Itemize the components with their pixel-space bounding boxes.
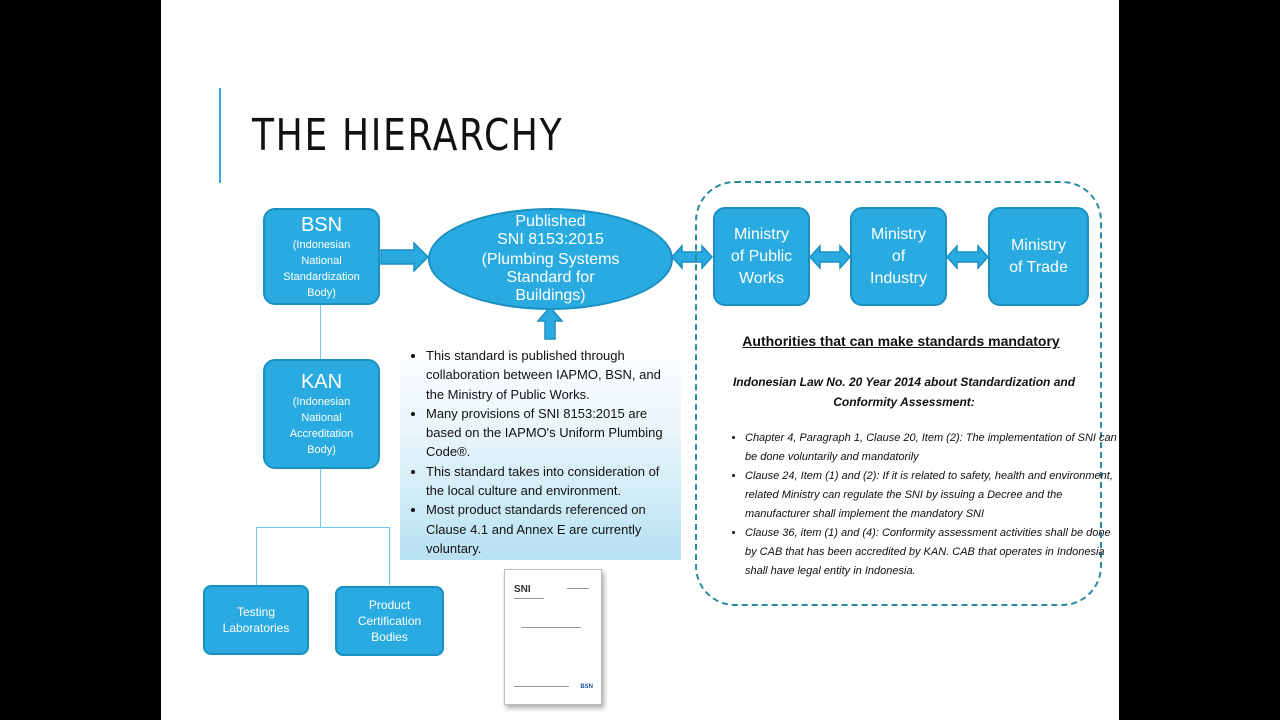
ministry-industry-box: Ministry of Industry	[850, 207, 947, 306]
ministry-public-works-label: Ministry of Public Works	[715, 224, 808, 290]
bsn-description: (Indonesian National Standardization Bod…	[265, 237, 378, 301]
info-box: This standard is published through colla…	[400, 342, 681, 560]
doc-line	[521, 627, 581, 628]
published-sni-ellipse: Published SNI 8153:2015 (Plumbing System…	[428, 208, 673, 310]
published-description: (Plumbing Systems Standard for Buildings…	[430, 251, 671, 305]
authorities-title: Authorities that can make standards mand…	[701, 333, 1101, 349]
slide: THE HIERARCHY BSN (Indonesian National S…	[161, 0, 1119, 720]
bsn-name: BSN	[265, 213, 378, 237]
clause-item: Clause 24, Item (1) and (2): If it is re…	[745, 467, 1119, 524]
published-label: Published	[430, 213, 671, 231]
testing-laboratories-box: Testing Laboratories	[203, 585, 309, 655]
product-certification-box: Product Certification Bodies	[335, 586, 444, 656]
kan-description: (Indonesian National Accreditation Body)	[265, 394, 378, 458]
doc-line	[514, 598, 544, 599]
info-bullet: This standard takes into consideration o…	[426, 462, 673, 501]
doc-sni-label: SNI	[514, 584, 531, 595]
testing-laboratories-label: Testing Laboratories	[205, 604, 307, 636]
sni-number: SNI 8153:2015	[430, 231, 671, 249]
info-bullet-list: This standard is published through colla…	[400, 342, 681, 558]
info-bullet: Most product standards referenced on Cla…	[426, 500, 673, 558]
arrow-info-to-published	[538, 307, 562, 339]
doc-line	[567, 588, 589, 589]
ministry-public-works-box: Ministry of Public Works	[713, 207, 810, 306]
bsn-logo-icon: BSN	[580, 684, 593, 690]
bsn-box: BSN (Indonesian National Standardization…	[263, 208, 380, 305]
kan-box: KAN (Indonesian National Accreditation B…	[263, 359, 380, 469]
info-bullet: Many provisions of SNI 8153:2015 are bas…	[426, 404, 673, 462]
sni-document-thumbnail: SNI BSN	[504, 569, 602, 705]
doc-line	[514, 686, 569, 687]
arrow-bsn-to-published	[381, 243, 428, 271]
clause-item: Chapter 4, Paragraph 1, Clause 20, Item …	[745, 429, 1119, 467]
ministry-trade-label: Ministry of Trade	[990, 235, 1087, 279]
clause-item: Clause 36, item (1) and (4): Conformity …	[745, 524, 1119, 581]
clause-list: Chapter 4, Paragraph 1, Clause 20, Item …	[709, 429, 1119, 581]
ministry-industry-label: Ministry of Industry	[852, 224, 945, 290]
law-title: Indonesian Law No. 20 Year 2014 about St…	[721, 372, 1087, 412]
info-bullet: This standard is published through colla…	[426, 346, 673, 404]
ministry-trade-box: Ministry of Trade	[988, 207, 1089, 306]
kan-name: KAN	[265, 370, 378, 394]
product-certification-label: Product Certification Bodies	[337, 597, 442, 645]
